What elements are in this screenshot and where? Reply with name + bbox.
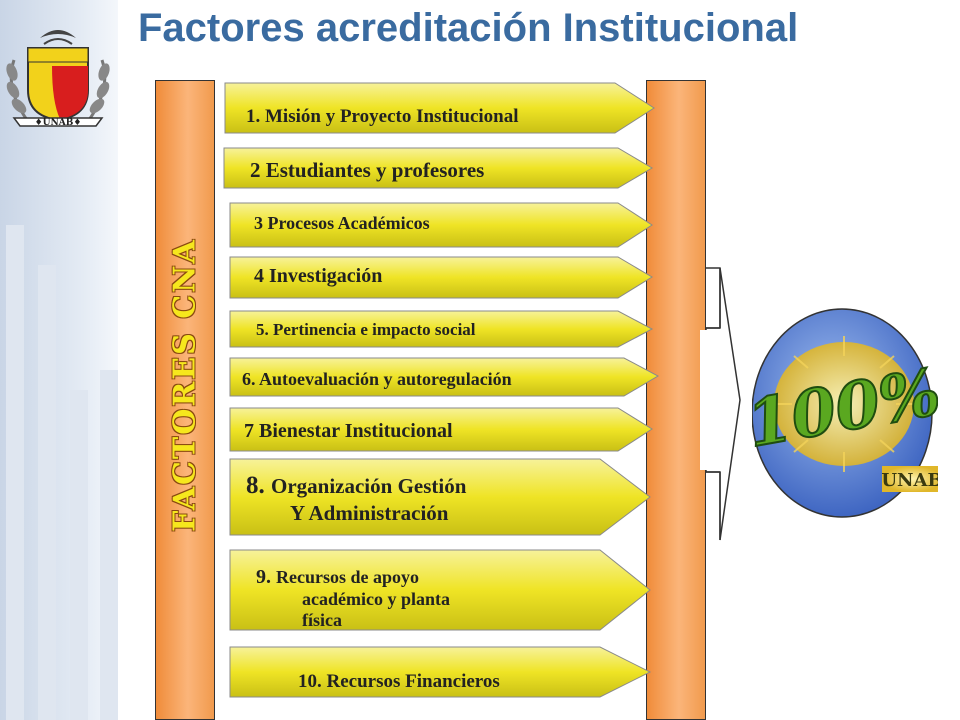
- factor-arrow: [229, 202, 653, 248]
- factor-label-7: 7 Bienestar Institucional: [244, 420, 453, 442]
- factor-arrow: [229, 256, 653, 299]
- bg-column: [100, 370, 118, 720]
- seal-100-percent: 100% UNAB: [752, 308, 938, 518]
- factor-arrow: [224, 82, 655, 134]
- factor-label-2: 2 Estudiantes y profesores: [250, 158, 485, 182]
- factor-arrow: [229, 549, 651, 631]
- factor-label-1: 1. Misión y Proyecto Institucional: [246, 106, 519, 127]
- seal-brand: UNAB: [881, 470, 938, 491]
- right-column: [646, 80, 706, 720]
- factor-arrow: [229, 310, 654, 348]
- bg-column: [6, 225, 24, 720]
- factor-arrow: [229, 458, 651, 536]
- svg-text:♦UNAB♦: ♦UNAB♦: [35, 118, 82, 128]
- page-title: Factores acreditación Institucional: [138, 6, 799, 50]
- factor-label-5: 5. Pertinencia e impacto social: [256, 320, 476, 339]
- bg-column: [38, 265, 56, 720]
- factor-arrow: [229, 407, 653, 452]
- factor-label-3: 3 Procesos Académicos: [254, 213, 430, 233]
- unab-logo: ♦UNAB♦: [6, 30, 110, 128]
- bg-column: [70, 390, 88, 720]
- factor-label-8: 8. Organización Gestión Y Administración: [246, 472, 467, 525]
- factor-label-6: 6. Autoevaluación y autoregulación: [242, 369, 512, 389]
- factor-arrow: [223, 147, 653, 189]
- left-column: [155, 80, 215, 720]
- factor-label-4: 4 Investigación: [254, 265, 383, 287]
- factor-arrow: [229, 646, 652, 698]
- factor-label-9: 9. Recursos de apoyo académico y planta …: [256, 566, 450, 628]
- factor-arrow: [229, 357, 660, 397]
- factor-label-10: 10. Recursos Financieros: [298, 671, 500, 692]
